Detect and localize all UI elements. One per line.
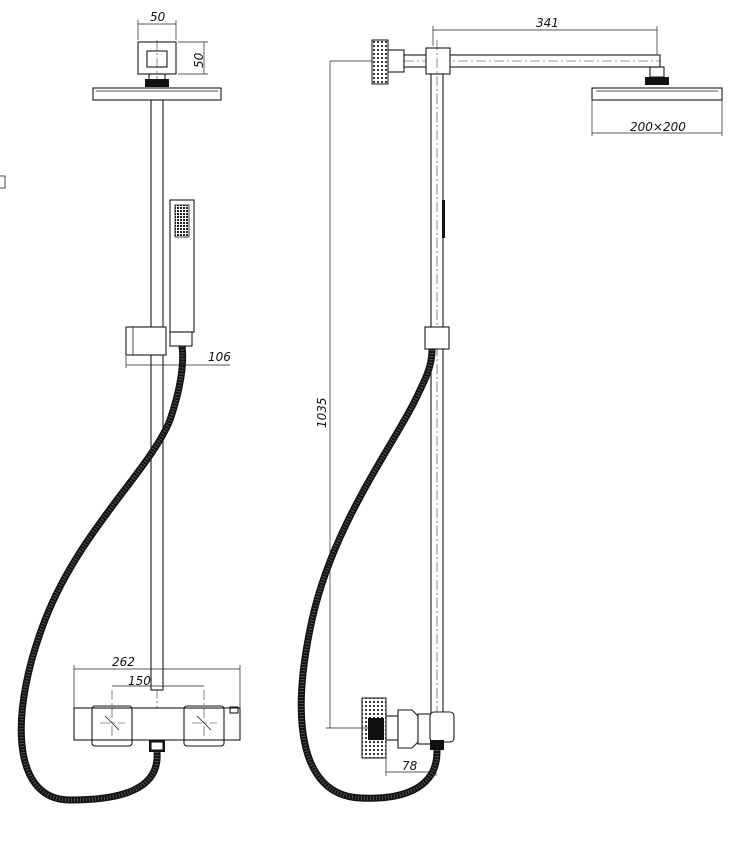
- dim-inlet-spacing: 150: [112, 674, 204, 688]
- dim-inlet-spacing-label: 150: [128, 674, 151, 688]
- rain-head-front: [92, 87, 222, 101]
- mixer-left-handle: [91, 705, 133, 747]
- dim-column-height: 1035: [315, 61, 368, 729]
- slide-bar-bracket-side: [424, 326, 450, 350]
- dim-column-height-label: 1035: [315, 397, 329, 428]
- edge-mark: [0, 175, 6, 189]
- hand-shower: [169, 199, 195, 333]
- riser-pipe-front: [150, 99, 164, 691]
- inlet-elbow: [385, 715, 399, 741]
- hose-outlet-nut-inner: [150, 741, 164, 751]
- dim-head-height: 50: [178, 41, 208, 75]
- side-view: 341 200×200 1035 78: [297, 16, 723, 802]
- front-view: 50 50 106 262 150: [0, 10, 241, 804]
- dim-arm-length: 341: [432, 16, 658, 55]
- slide-bar-bracket: [125, 326, 167, 356]
- wall-flange-top: [371, 39, 389, 85]
- dim-wall-offset-label: 78: [402, 759, 418, 773]
- dim-mixer-width-label: 262: [112, 655, 135, 669]
- dim-arm-length-label: 341: [536, 16, 559, 30]
- hand-shower-handle-end: [169, 331, 193, 347]
- wall-inlet-fitting: [368, 718, 384, 740]
- head-connector-inner: [146, 50, 168, 68]
- thermostatic-mixer: [73, 707, 241, 741]
- dim-head-height-label: 50: [192, 52, 206, 68]
- rain-head-side: [591, 87, 723, 101]
- wall-bracket-top: [387, 49, 405, 73]
- hand-shower-side-profile: [442, 200, 445, 238]
- mixer-right-handle: [183, 705, 225, 747]
- mixer-side-handle: [429, 711, 455, 743]
- hose-outlet-side: [430, 740, 444, 750]
- dim-head-width-label: 50: [150, 10, 166, 24]
- dim-mixer-width: 262: [73, 655, 241, 708]
- head-neck: [148, 73, 166, 81]
- head-swivel-side: [645, 77, 669, 85]
- dim-head-size: 200×200: [591, 100, 723, 136]
- dim-head-size-label: 200×200: [630, 120, 686, 134]
- mixer-button: [229, 706, 239, 714]
- dim-handshower-offset-label: 106: [208, 350, 231, 364]
- dim-wall-offset: 78: [385, 742, 437, 776]
- head-neck-side: [649, 66, 665, 78]
- shower-hose-front-texture: [19, 345, 185, 803]
- dim-handshower-offset: 106: [125, 350, 231, 368]
- hand-shower-spray-face: [174, 204, 190, 238]
- dim-head-width: 50: [137, 10, 177, 40]
- head-swivel-joint: [145, 79, 169, 87]
- inlet-nut: [397, 709, 419, 749]
- riser-tee-joint: [425, 47, 451, 75]
- shower-hose-side-texture: [299, 348, 440, 801]
